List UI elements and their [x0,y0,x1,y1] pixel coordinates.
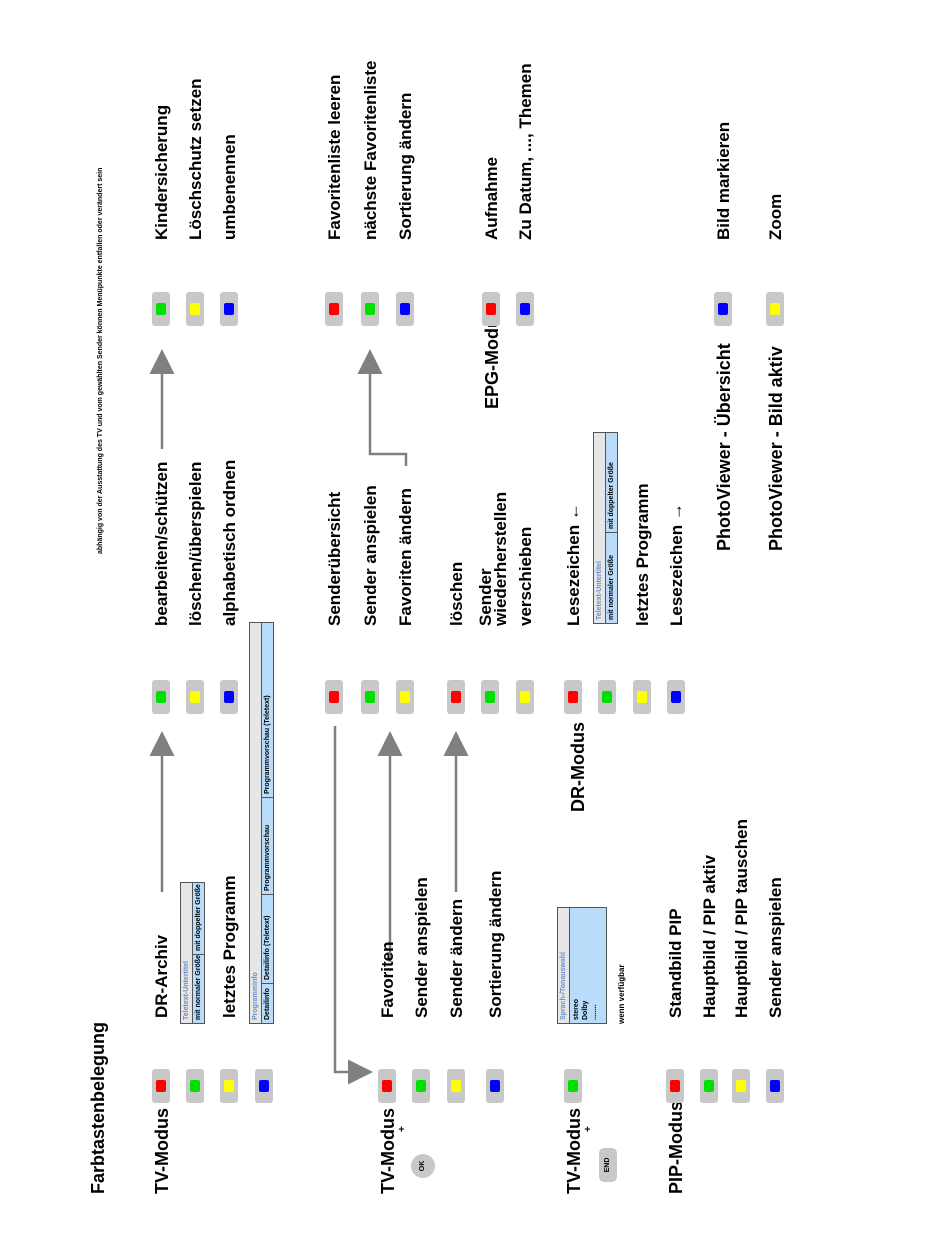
green-key [361,292,379,326]
label-verschieben: verschieben [516,526,535,626]
label-zu-datum: Zu Datum, ..., Themen [516,63,535,240]
green-key [412,1069,430,1103]
programminfo-box: Programminfo Detailinfo Detailinfo (Tele… [249,622,274,1024]
red-key [447,680,465,714]
sprach-tonauswahl-box: Sprach-/Tonauswahl stereo Dolby ........ [557,907,607,1024]
label-loeschen: löschen [447,561,466,626]
label-sender-aendern: Sender ändern [447,898,466,1018]
yellow-key [633,680,651,714]
label-kindersicherung: Kindersicherung [152,104,171,240]
mode-tv-2: TV-Modus [378,1108,398,1194]
mode-photoviewer-uebersicht: PhotoViewer - Übersicht [714,343,734,551]
label-lesezeichen-back: Lesezeichen ← [564,503,583,626]
label-lesezeichen-forward: Lesezeichen → [667,503,686,626]
teletext-untertitel-box-1: Teletext-Untertitel mit normaler Größe m… [180,882,205,1024]
red-key [564,680,582,714]
label-bearbeiten: bearbeiten/schützen [152,461,171,626]
label-letztes-programm-2: letztes Programm [633,483,652,626]
mode-pip: PIP-Modus [666,1101,686,1194]
label-wiederherstellen: wiederherstellen [491,491,510,626]
label-zoom: Zoom [766,193,785,240]
label-hauptbild-pip-aktiv: Hauptbild / PIP aktiv [700,854,719,1018]
plus-sign: + [397,1126,408,1132]
yellow-key [766,292,784,326]
mode-tv-1: TV-Modus [152,1108,172,1194]
mode-dr: DR-Modus [568,722,588,812]
red-key [482,292,500,326]
yellow-key [220,1069,238,1103]
yellow-key [186,680,204,714]
blue-key [396,292,414,326]
label-favoriten-aendern: Favoriten ändern [396,488,415,626]
green-key [152,292,170,326]
yellow-key [447,1069,465,1103]
plus-sign: + [583,1126,594,1132]
label-loeschschutz: Löschschutz setzen [186,78,205,240]
green-key [598,680,616,714]
label-sender-anspielen-1: Sender anspielen [412,877,431,1018]
label-sender-anspielen-3: Sender anspielen [766,877,785,1018]
label-hauptbild-pip-tauschen: Hauptbild / PIP tauschen [732,819,751,1018]
blue-key [220,292,238,326]
blue-key [714,292,732,326]
label-sender-anspielen-2: Sender anspielen [361,485,380,626]
yellow-key [732,1069,750,1103]
label-favoritenliste-leeren: Favoritenliste leeren [325,74,344,240]
blue-key [255,1069,273,1103]
mode-photoviewer-bild-aktiv: PhotoViewer - Bild aktiv [766,346,786,551]
yellow-key [396,680,414,714]
arrow-senderuebersicht [333,726,373,1085]
teletext-untertitel-box-2: Teletext-Untertitel mit normaler Größe m… [593,432,618,624]
green-key [700,1069,718,1103]
green-key [481,680,499,714]
blue-key [516,292,534,326]
mode-tv-3: TV-Modus [564,1108,584,1194]
red-key [152,1069,170,1103]
arrow-favoriten-aendern [357,349,408,466]
green-key [564,1069,582,1103]
label-sortierung-aendern-1: Sortierung ändern [486,870,505,1018]
label-aufnahme: Aufnahme [482,156,501,240]
end-button: END [599,1148,617,1182]
label-loeschen-ueberspielen: löschen/überspielen [186,461,205,626]
blue-key [486,1069,504,1103]
label-standbild-pip: Standbild PIP [666,908,685,1018]
red-key [325,680,343,714]
label-sortierung-aendern-2: Sortierung ändern [396,92,415,240]
label-favoriten: Favoriten [378,941,397,1018]
blue-key [220,680,238,714]
wenn-verfuegbar: wenn verfügbar [617,964,626,1024]
label-bild-markieren: Bild markieren [714,121,733,240]
label-alphabetisch: alphabetisch ordnen [220,459,239,626]
red-key [378,1069,396,1103]
yellow-key [186,292,204,326]
ok-button: OK [411,1154,435,1178]
green-key [152,680,170,714]
blue-key [667,680,685,714]
label-senderuebersicht: Senderübersicht [325,491,344,626]
green-key [361,680,379,714]
label-dr-archiv: DR-Archiv [152,934,171,1018]
blue-key [766,1069,784,1103]
red-key [325,292,343,326]
red-key [666,1069,684,1103]
label-naechste-favoritenliste: nächste Favoritenliste [361,60,380,240]
label-letztes-programm-1: letztes Programm [220,875,239,1018]
yellow-key [516,680,534,714]
label-umbenennen: umbenennen [220,134,239,240]
green-key [186,1069,204,1103]
